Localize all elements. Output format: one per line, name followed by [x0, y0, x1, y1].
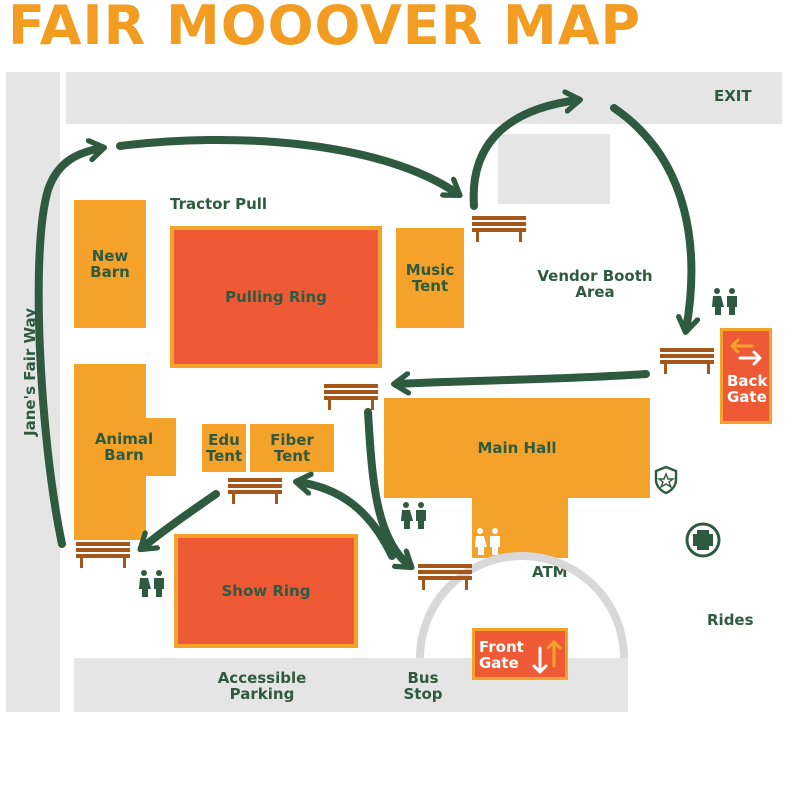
route-arrow-icon	[116, 135, 458, 194]
exit-label: EXIT	[714, 87, 752, 105]
animal-barn-wing	[140, 418, 176, 476]
front-gate[interactable]: Front Gate	[472, 628, 568, 680]
bench-icon	[472, 216, 526, 242]
bus-stop-label: Bus Stop	[403, 669, 443, 703]
bench-icon	[228, 478, 282, 504]
new-barn-label: New Barn	[90, 247, 130, 281]
main-hall-annex	[472, 496, 568, 558]
show-ring-label: Show Ring	[221, 582, 311, 600]
front-gate-label: Front Gate	[479, 638, 524, 672]
animal-barn-label: Animal Barn	[94, 430, 154, 464]
music-tent: Music Tent	[396, 228, 464, 328]
tractor-pull-label: Tractor Pull	[170, 195, 268, 213]
route-arrow-icon	[34, 148, 102, 548]
rides-label: Rides	[707, 611, 754, 629]
route-arrow-icon	[364, 408, 410, 566]
police-badge-icon	[654, 465, 678, 495]
edu-tent-label: Edu Tent	[205, 431, 243, 465]
fiber-tent: Fiber Tent	[250, 424, 334, 472]
vendor-booth-label: Vendor Booth Area	[537, 267, 653, 301]
pulling-ring: Pulling Ring	[170, 226, 382, 368]
show-ring: Show Ring	[174, 534, 358, 648]
route-arrow-icon	[298, 482, 396, 560]
gate-arrows-icon	[532, 640, 562, 674]
fiber-tent-label: Fiber Tent	[270, 431, 314, 465]
animal-barn: Animal Barn	[74, 364, 153, 540]
back-gate-label: Back Gate	[727, 372, 768, 406]
first-aid-icon	[685, 522, 721, 558]
main-hall: Main Hall	[384, 398, 650, 498]
new-barn: New Barn	[74, 200, 146, 328]
top-road	[66, 72, 782, 124]
accessible-parking-label: Accessible Parking	[217, 669, 307, 703]
restroom-icon	[401, 502, 426, 529]
route-arrow-icon	[469, 100, 578, 210]
restroom-icon	[139, 570, 164, 597]
pulling-ring-label: Pulling Ring	[225, 288, 327, 306]
atm-label: ATM	[532, 563, 568, 581]
back-gate[interactable]: Back Gate	[720, 328, 772, 424]
parking-lot	[498, 134, 610, 204]
edu-tent: Edu Tent	[202, 424, 246, 472]
route-arrows	[34, 100, 692, 566]
restroom-icon	[712, 288, 737, 315]
main-hall-label: Main Hall	[477, 439, 557, 457]
bench-icon	[76, 542, 130, 568]
restroom-icon	[475, 528, 500, 555]
map-title: FAIR MOOOVER MAP	[8, 0, 642, 57]
route-arrow-icon	[610, 104, 691, 330]
gate-arrows-icon	[730, 338, 762, 366]
bench-icon	[660, 348, 714, 374]
music-tent-label: Music Tent	[405, 261, 455, 295]
bench-icon	[324, 384, 378, 410]
route-arrow-icon	[142, 490, 220, 548]
gate-arc	[416, 552, 628, 659]
route-arrow-icon	[396, 370, 650, 384]
